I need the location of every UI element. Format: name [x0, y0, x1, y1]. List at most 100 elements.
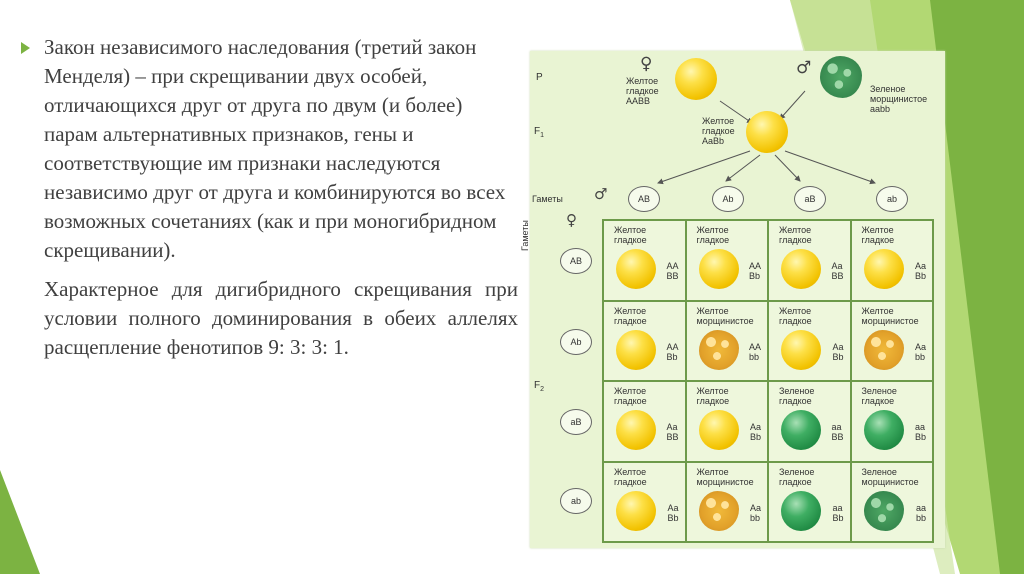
cell-pea [698, 329, 739, 370]
gametes-side-label: Гаметы [520, 220, 530, 251]
cell-pea [698, 249, 739, 289]
punnett-cell: Зеленое гладкое aa BB [769, 382, 850, 461]
cell-genotype: aa bb [915, 502, 926, 523]
gen-f1-label: F1 [534, 127, 544, 141]
cell-genotype: aa BB [831, 422, 844, 442]
cell-pea [863, 249, 904, 289]
cell-pea [863, 410, 904, 450]
cell-genotype: AA Bb [748, 261, 761, 281]
arrow-gamete-ab3 [774, 154, 801, 182]
cell-phenotype: Желтое гладкое [861, 225, 895, 245]
punnett-cell: Желтое морщинистое AA bb [686, 301, 767, 380]
cell-pea [863, 490, 904, 531]
punnett-cell: Зеленое гладкое aa Bb [851, 382, 932, 461]
male-gamete-2: Ab [712, 186, 744, 212]
male-gamete-4: ab [876, 186, 908, 212]
arrow-gamete-ab2 [725, 154, 761, 182]
cell-phenotype: Желтое морщинистое [861, 305, 919, 326]
cell-phenotype: Желтое гладкое [779, 225, 812, 245]
cell-phenotype: Желтое гладкое [614, 386, 647, 406]
cell-pea [616, 249, 656, 289]
punnett-cell: Желтое гладкое Aa BB [604, 382, 685, 461]
paragraph-law: Закон независимого наследования (третий … [18, 33, 518, 265]
cell-genotype: Aa BB [831, 261, 844, 281]
arrow-p-female [719, 100, 753, 124]
gen-f2-label: F2 [534, 381, 544, 395]
gen-f1-letter: F [534, 126, 541, 137]
cell-pea [781, 490, 821, 531]
arrow-gamete-ab1 [657, 150, 751, 185]
cell-genotype: AA BB [666, 261, 679, 281]
cell-genotype: Aa BB [666, 422, 679, 442]
cell-pea [616, 410, 656, 450]
cell-phenotype: Желтое гладкое [779, 305, 812, 326]
arrow-p-male [779, 90, 806, 120]
female-gamete-1: AB [560, 248, 592, 274]
deco-shape-dark [930, 0, 1024, 574]
cell-pea [781, 410, 821, 450]
cell-pea [781, 249, 821, 289]
punnett-cell: Желтое гладкое AA BB [604, 221, 685, 300]
cell-pea [698, 410, 739, 450]
parent-female-label: Желтое гладкое ААВВ [626, 76, 659, 106]
cell-pea [616, 329, 656, 370]
cell-genotype: Aa Bb [832, 341, 844, 362]
f1-label: Желтое гладкое AaBb [702, 116, 735, 146]
punnett-cell: Желтое гладкое AA Bb [604, 301, 685, 380]
cell-phenotype: Желтое гладкое [614, 305, 647, 326]
gametes-label: Гаметы [532, 194, 563, 204]
cell-genotype: Aa Bb [667, 502, 679, 523]
cell-genotype: Aa bb [749, 502, 761, 523]
punnett-cell: Желтое гладкое Aa Bb [851, 221, 932, 300]
cell-pea [698, 490, 739, 531]
cell-pea [863, 329, 904, 370]
gen-f1-sub: 1 [540, 132, 545, 139]
punnett-cell: Зеленое морщинистое aa bb [851, 462, 932, 541]
parent-male-pea [820, 56, 862, 98]
gen-f2-sub: 2 [540, 386, 545, 393]
cell-genotype: aa Bb [832, 502, 844, 523]
cell-phenotype: Зеленое морщинистое [861, 466, 919, 487]
cell-phenotype: Желтое морщинистое [696, 466, 754, 487]
bullet-arrow-icon [21, 42, 30, 54]
gametes-female-symbol-icon: ♀ [566, 211, 577, 229]
cross-arrows [657, 90, 876, 185]
female-symbol-icon: ♀ [640, 54, 653, 74]
f1-pea [746, 111, 788, 153]
female-gamete-3: aB [560, 409, 592, 435]
parent-female-pea [675, 58, 717, 100]
cell-phenotype: Зеленое гладкое [861, 386, 897, 406]
male-symbol-icon: ♂ [796, 58, 812, 78]
cell-phenotype: Желтое гладкое [614, 225, 647, 245]
cell-genotype: Aa Bb [749, 422, 761, 442]
female-gamete-2: Ab [560, 329, 592, 355]
paragraph-ratio: Характерное для дигибридного скрещивания… [44, 277, 518, 359]
cell-pea [781, 329, 821, 370]
cell-pea [616, 490, 656, 531]
cell-phenotype: Желтое морщинистое [696, 305, 754, 326]
arrow-gamete-ab4 [784, 150, 876, 185]
cell-genotype: Aa Bb [914, 261, 926, 281]
punnett-cell: Желтое гладкое Aa BB [769, 221, 850, 300]
gen-f2-letter: F [534, 380, 541, 391]
dihybrid-cross-figure: P F1 F2 ♀ Желтое гладкое ААВВ ♂ Зеленое … [520, 51, 945, 548]
punnett-cell: Желтое гладкое Aa Bb [604, 462, 685, 541]
cell-genotype: aa Bb [914, 422, 926, 442]
paragraph-law-text: Закон независимого наследования (третий … [44, 35, 506, 262]
parent-male-label: Зеленое морщинистое aabb [870, 84, 928, 114]
male-gamete-3: aB [794, 186, 826, 212]
cell-genotype: AA Bb [666, 341, 679, 362]
male-gamete-1: AB [628, 186, 660, 212]
cell-genotype: AA bb [748, 341, 761, 362]
female-gamete-4: ab [560, 488, 592, 514]
gen-p-label: P [536, 72, 543, 83]
cell-phenotype: Зеленое гладкое [779, 386, 815, 406]
punnett-cell: Желтое гладкое Aa Bb [769, 301, 850, 380]
punnett-cell: Зеленое гладкое aa Bb [769, 462, 850, 541]
slide-text: Закон независимого наследования (третий … [18, 33, 518, 362]
cell-phenotype: Зеленое гладкое [779, 466, 815, 487]
cell-phenotype: Желтое гладкое [614, 466, 647, 487]
